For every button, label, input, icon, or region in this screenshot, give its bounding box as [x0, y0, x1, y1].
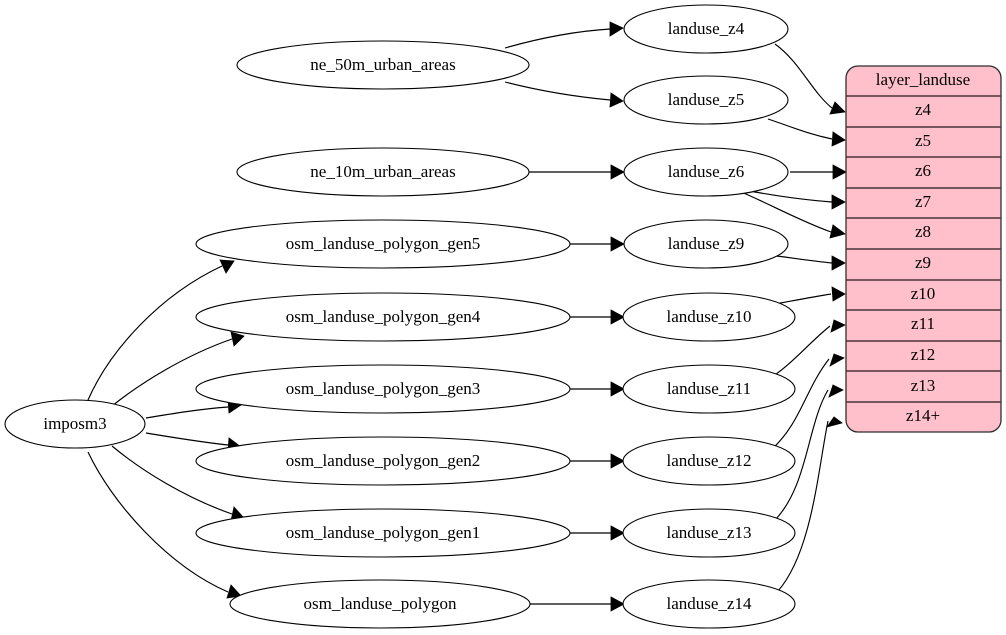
edge-group-table	[738, 43, 847, 592]
node-osm-landuse-polygon-gen5[interactable]: osm_landuse_polygon_gen5	[195, 219, 571, 269]
edge-landuse-z5-to-row-z5	[767, 118, 846, 147]
node-osm-landuse-polygon-gen2[interactable]: osm_landuse_polygon_gen2	[195, 436, 571, 486]
node-imposm3-label: imposm3	[43, 414, 106, 433]
node-landuse-z11-label: landuse_z11	[667, 379, 751, 398]
edge-imposm3-to-gen4	[111, 331, 245, 407]
node-landuse-z13[interactable]: landuse_z13	[622, 508, 796, 558]
edge-landuse-z13-to-row-z13	[773, 384, 844, 522]
table-row-z4-label: z4	[915, 100, 932, 119]
table-row-z12-label: z12	[911, 345, 936, 364]
node-landuse-z10-label: landuse_z10	[667, 307, 752, 326]
edge-imposm3-to-polygon	[87, 451, 242, 599]
node-osm-landuse-polygon-gen5-label: osm_landuse_polygon_gen5	[286, 234, 481, 253]
edge-group-inputs	[504, 21, 625, 612]
edge-landuse-z4-to-row-z4	[774, 43, 846, 115]
node-osm-landuse-polygon-gen3-label: osm_landuse_polygon_gen3	[286, 379, 481, 398]
node-landuse-z14[interactable]: landuse_z14	[622, 579, 796, 629]
node-layer-landuse-table[interactable]: layer_landuse z4 z5 z6 z7 z8 z9 z10 z11 …	[845, 65, 1002, 433]
table-row-z5-label: z5	[915, 131, 931, 150]
edge-gen1-to-landuse-z13	[570, 525, 625, 541]
node-ne-10m-urban-areas-label: ne_10m_urban_areas	[310, 162, 455, 181]
edge-imposm3-to-gen5	[87, 259, 235, 401]
table-row-z13-label: z13	[911, 376, 936, 395]
edge-landuse-z6-to-row-z8	[738, 190, 846, 239]
edge-ne10m-to-landuse-z6	[529, 164, 625, 180]
node-landuse-z13-label: landuse_z13	[667, 523, 752, 542]
table-row-z14plus-label: z14+	[906, 406, 940, 425]
edge-gen2-to-landuse-z12	[570, 453, 625, 469]
table-header-label: layer_landuse	[876, 70, 970, 89]
edge-landuse-z10-to-row-z10	[769, 286, 846, 306]
node-landuse-z10[interactable]: landuse_z10	[622, 292, 796, 342]
node-landuse-z5-label: landuse_z5	[668, 90, 744, 109]
node-ne-10m-urban-areas[interactable]: ne_10m_urban_areas	[236, 147, 530, 197]
node-landuse-z5[interactable]: landuse_z5	[623, 75, 789, 125]
edge-landuse-z12-to-row-z12	[771, 353, 845, 450]
table-row-z11-label: z11	[911, 314, 935, 333]
node-imposm3[interactable]: imposm3	[4, 399, 146, 449]
node-landuse-z11[interactable]: landuse_z11	[622, 364, 796, 414]
table-row-z9-label: z9	[915, 253, 931, 272]
node-osm-landuse-polygon-gen1[interactable]: osm_landuse_polygon_gen1	[195, 508, 571, 558]
node-ne-50m-urban-areas-label: ne_50m_urban_areas	[310, 55, 455, 74]
node-landuse-z6[interactable]: landuse_z6	[623, 147, 789, 197]
node-landuse-z9[interactable]: landuse_z9	[623, 219, 789, 269]
node-osm-landuse-polygon-gen4[interactable]: osm_landuse_polygon_gen4	[195, 292, 571, 342]
table-row-z7-label: z7	[915, 192, 932, 211]
edge-gen3-to-landuse-z11	[570, 381, 625, 397]
edge-polygon-to-landuse-z14	[529, 596, 625, 612]
node-landuse-z14-label: landuse_z14	[667, 594, 752, 613]
node-osm-landuse-polygon-gen2-label: osm_landuse_polygon_gen2	[286, 451, 481, 470]
edge-landuse-z11-to-row-z11	[771, 319, 846, 378]
node-landuse-z6-label: landuse_z6	[668, 162, 744, 181]
node-osm-landuse-polygon-gen1-label: osm_landuse_polygon_gen1	[286, 523, 481, 542]
table-row-z8-label: z8	[915, 222, 931, 241]
node-osm-landuse-polygon-gen4-label: osm_landuse_polygon_gen4	[286, 307, 481, 326]
edge-gen4-to-landuse-z10	[570, 309, 625, 325]
node-landuse-z9-label: landuse_z9	[668, 234, 744, 253]
node-landuse-z12-label: landuse_z12	[667, 451, 752, 470]
edge-landuse-z6-to-row-z6	[790, 164, 847, 180]
table-row-z10-label: z10	[911, 284, 936, 303]
edge-gen5-to-landuse-z9	[570, 236, 625, 252]
node-landuse-z4-label: landuse_z4	[668, 19, 745, 38]
node-landuse-z4[interactable]: landuse_z4	[623, 4, 789, 54]
node-osm-landuse-polygon-gen3[interactable]: osm_landuse_polygon_gen3	[195, 364, 571, 414]
edge-ne50m-to-landuse-z4	[504, 21, 624, 49]
table-row-z6-label: z6	[915, 161, 931, 180]
edge-landuse-z14-to-row-z14plus	[777, 416, 843, 592]
node-osm-landuse-polygon-label: osm_landuse_polygon	[304, 594, 457, 613]
node-osm-landuse-polygon[interactable]: osm_landuse_polygon	[229, 579, 531, 629]
edge-ne50m-to-landuse-z5	[504, 81, 624, 108]
edge-landuse-z9-to-row-z9	[768, 254, 846, 271]
node-ne-50m-urban-areas[interactable]: ne_50m_urban_areas	[236, 40, 530, 90]
node-landuse-z12[interactable]: landuse_z12	[622, 436, 796, 486]
